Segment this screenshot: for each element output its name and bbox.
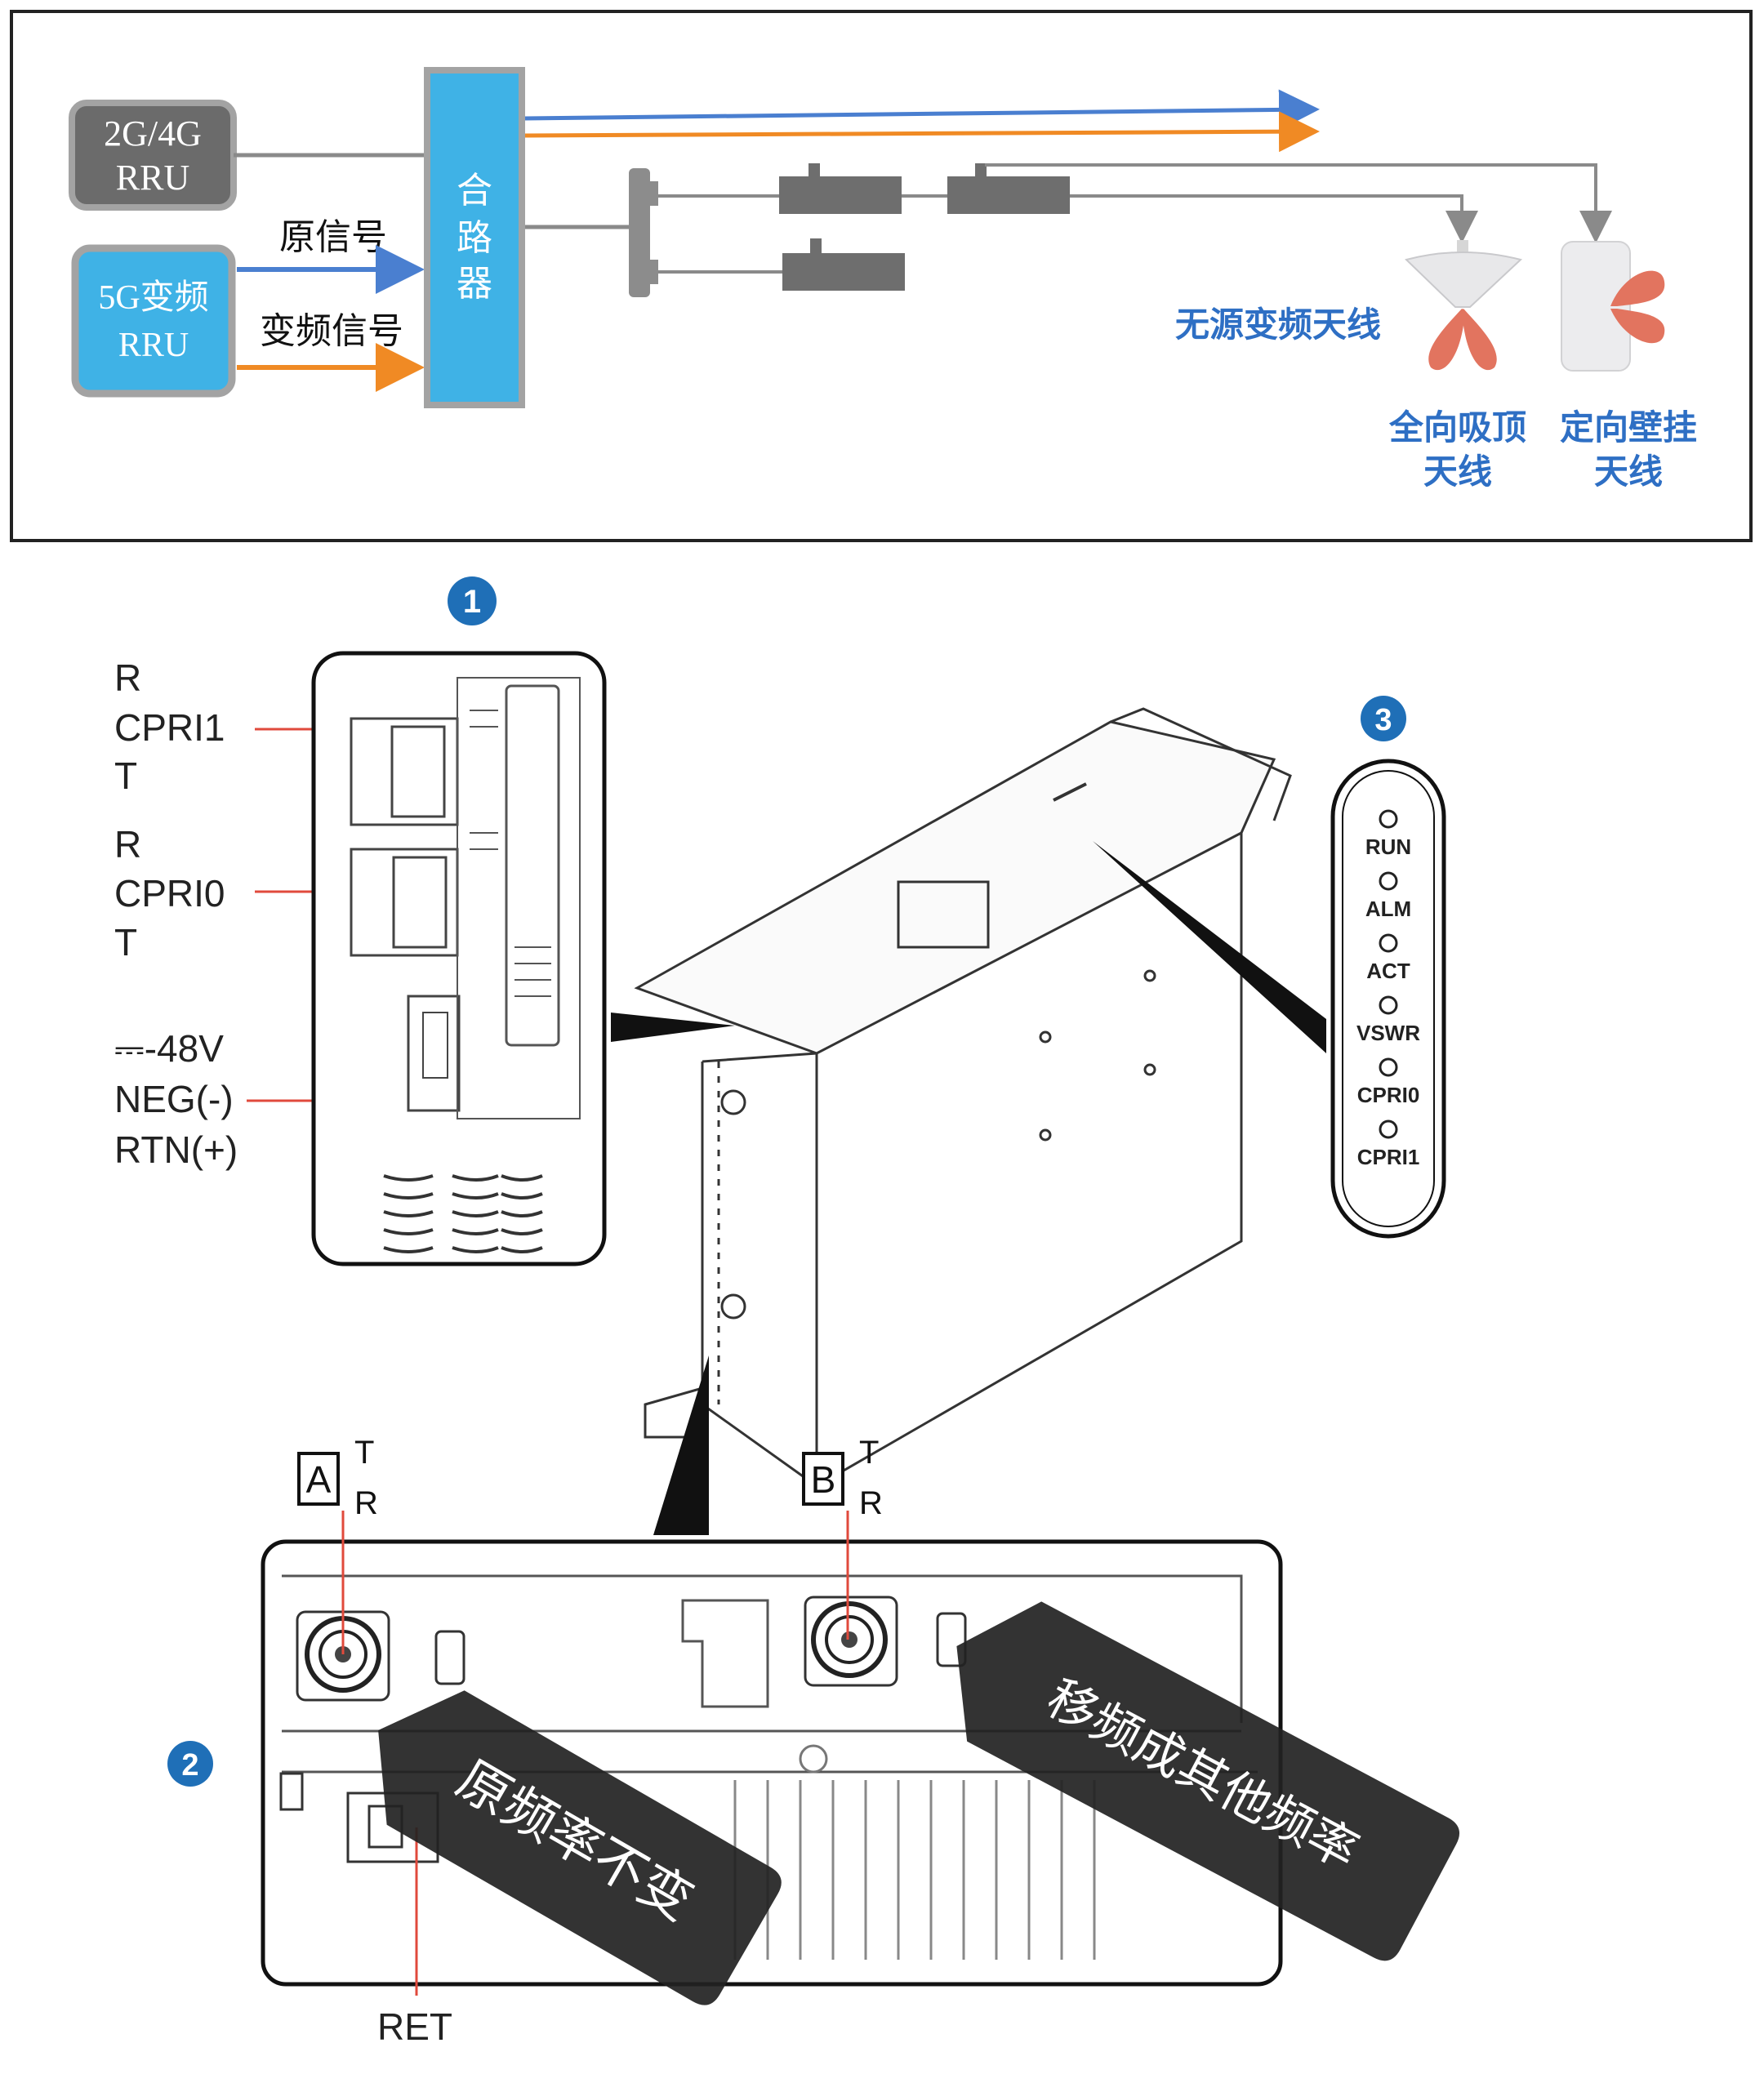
top-panel: 2G/4G RRU 5G变频 RRU 原信号 变频信号 合 路 器 (10, 10, 1753, 542)
led-cpri1-icon (1379, 1119, 1398, 1139)
port-b-r: R (859, 1485, 883, 1521)
combiner-char-1: 合 (457, 171, 492, 211)
port-b-letter: B (811, 1458, 836, 1501)
omni-antenna-label-1: 全向吸顶 (1388, 408, 1526, 447)
badge-1-label: 1 (463, 584, 481, 620)
badge-1: 1 (448, 576, 497, 625)
inset-1-cable-glands (383, 1174, 543, 1253)
bottom-panel: 1 R CPRI1 T R CPRI0 T ⎓-48V NEG(-) RTN(+… (114, 576, 1459, 2048)
led-panel-pointer (1093, 841, 1326, 1053)
output-blue-arrow (524, 89, 1320, 131)
cpri0-name: CPRI0 (114, 872, 225, 915)
inset-1-pointer (611, 1013, 735, 1042)
power-neg: NEG(-) (114, 1078, 234, 1120)
cpri1-r: R (114, 657, 141, 699)
led-list: RUN ALM ACT VSWR CPRI0 CPRI1 (1356, 809, 1420, 1169)
led-vswr-label: VSWR (1356, 1021, 1420, 1045)
power-voltage: ⎓-48V (114, 1027, 224, 1070)
passive-converter-2 (947, 163, 1070, 214)
led-act-icon (1379, 933, 1398, 953)
badge-3: 3 (1361, 696, 1406, 741)
port-a-letter: A (306, 1458, 332, 1501)
rru-5g-line1: 5G变频 (98, 278, 208, 317)
cpri1-labels: R CPRI1 T (114, 657, 225, 797)
led-run-label: RUN (1365, 835, 1411, 859)
led-cpri0-label: CPRI0 (1357, 1083, 1420, 1107)
rru-5g-box: 5G变频 RRU (71, 244, 236, 398)
inset-2-pointer (653, 1355, 709, 1535)
badge-2: 2 (167, 1741, 213, 1787)
led-act-label: ACT (1366, 959, 1410, 983)
passive-converter-1 (779, 163, 902, 214)
inset-1-port-panel (311, 651, 607, 1266)
led-vswr-icon (1379, 995, 1398, 1015)
signal-original-label: 原信号 (279, 217, 387, 257)
inset-2-label-plate (279, 1772, 304, 1811)
port-b-connector-icon (804, 1596, 898, 1687)
omni-antenna-label-2: 天线 (1423, 452, 1492, 491)
power-labels: ⎓-48V NEG(-) RTN(+) (114, 1027, 238, 1171)
passive-converter-3 (782, 238, 905, 291)
inset-1-text-lines (470, 710, 551, 997)
port-a-t: T (354, 1435, 374, 1471)
rru-5g-line2: RRU (118, 327, 189, 364)
port-a-label: A T R (297, 1435, 378, 1521)
led-cpri1-label: CPRI1 (1357, 1145, 1420, 1169)
combiner-box: 合 路 器 (424, 67, 525, 408)
cpri1-t: T (114, 754, 137, 797)
led-alm-icon (1379, 871, 1398, 891)
power-rtn: RTN(+) (114, 1128, 238, 1171)
ground-screw-icon (799, 1744, 828, 1774)
rru-device-drawing (634, 707, 1292, 1489)
rru-2g4g-box: 2G/4G RRU (69, 100, 237, 211)
passive-antenna-label: 无源变频天线 (1175, 305, 1381, 344)
led-alm-label: ALM (1365, 897, 1411, 921)
port-b-tag (936, 1612, 967, 1667)
port-b-label: B T R (802, 1435, 883, 1521)
port-a-tag (434, 1630, 466, 1685)
rru-2g4g-line1: 2G/4G (104, 113, 202, 154)
cpri1-name: CPRI1 (114, 706, 225, 749)
badge-3-label: 3 (1374, 703, 1392, 737)
cpri0-labels: R CPRI0 T (114, 823, 225, 964)
combiner-char-2: 路 (457, 218, 492, 258)
combiner-char-3: 器 (457, 264, 492, 304)
splitter (629, 168, 658, 297)
port-b-t: T (859, 1435, 879, 1471)
rru-2g4g-line2: RRU (116, 158, 189, 198)
output-orange-arrow (524, 111, 1320, 153)
cpri0-t: T (114, 921, 137, 964)
led-cpri0-icon (1379, 1057, 1398, 1077)
omni-ceiling-antenna-icon (1405, 240, 1523, 371)
port-a-r: R (354, 1485, 378, 1521)
ret-label: RET (377, 2005, 452, 2048)
led-run-icon (1379, 809, 1398, 829)
wall-antenna-label-2: 天线 (1594, 452, 1663, 491)
signal-converted-label: 变频信号 (260, 311, 403, 351)
feeder-to-omni (1070, 194, 1478, 243)
badge-2-label: 2 (181, 1748, 198, 1783)
wall-directional-antenna-icon (1561, 241, 1665, 372)
wall-antenna-label-1: 定向壁挂 (1560, 408, 1697, 447)
feeder-to-wall (985, 163, 1612, 243)
cpri0-r: R (114, 823, 141, 866)
